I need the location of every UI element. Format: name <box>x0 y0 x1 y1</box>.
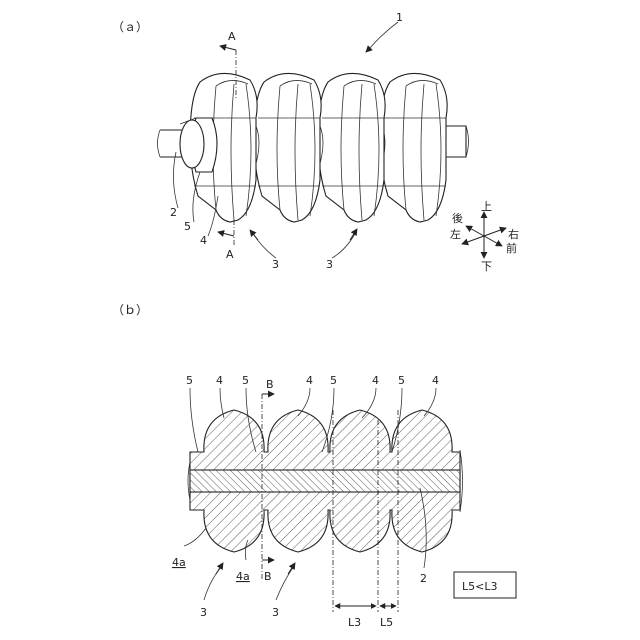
section-a-bottom: A <box>226 248 234 261</box>
relation-text: L5<L3 <box>462 580 497 593</box>
label-device: 1 <box>396 11 403 24</box>
top-label: 5 <box>242 374 249 387</box>
leader-2 <box>173 152 178 208</box>
panel-b-label: （ｂ） <box>112 303 148 317</box>
top-leader <box>190 388 198 452</box>
dir-left: 左 <box>450 228 461 241</box>
leader-3-left <box>204 566 222 600</box>
body-units <box>190 73 447 222</box>
label-shaft: 2 <box>170 206 177 219</box>
shaft-section <box>190 470 460 492</box>
top-label: 5 <box>398 374 405 387</box>
body-unit <box>380 73 447 222</box>
section-b-top: B <box>266 378 274 391</box>
top-label: 4 <box>432 374 439 387</box>
section-b-bottom: B <box>264 570 272 583</box>
top-label: 5 <box>186 374 193 387</box>
label-shaft-b: 2 <box>420 572 427 585</box>
cross-section <box>188 410 463 552</box>
end-spacer <box>180 118 217 172</box>
label-body-2: 3 <box>326 258 333 271</box>
dir-back: 後 <box>452 211 463 225</box>
leader-4a-left <box>184 528 206 546</box>
top-label: 4 <box>372 374 379 387</box>
label-body-1: 3 <box>272 258 279 271</box>
leader-3-right <box>276 566 294 600</box>
label-spacer: 5 <box>184 220 191 233</box>
top-label: 5 <box>330 374 337 387</box>
top-label: 4 <box>306 374 313 387</box>
label-body-right: 3 <box>272 606 279 619</box>
dir-front: 前 <box>506 241 517 255</box>
body-unit <box>254 73 321 222</box>
dim-label-l5: L5 <box>380 616 393 629</box>
leader-3a <box>252 232 276 258</box>
label-body-left: 3 <box>200 606 207 619</box>
label-edge-left: 4a <box>172 556 186 569</box>
dim-label-l3: L3 <box>348 616 361 629</box>
label-rib: 4 <box>200 234 207 247</box>
leader-1 <box>370 22 398 48</box>
label-edge-right: 4a <box>236 570 250 583</box>
top-label: 4 <box>216 374 223 387</box>
body-unit <box>318 73 385 222</box>
direction-compass: 上 下 後 左 右 前 <box>450 200 519 273</box>
dir-up: 上 <box>481 200 492 213</box>
section-a-top: A <box>228 30 236 43</box>
panel-a-label: （ａ） <box>112 20 148 34</box>
dir-down: 下 <box>481 260 492 273</box>
dir-right: 右 <box>508 227 519 241</box>
